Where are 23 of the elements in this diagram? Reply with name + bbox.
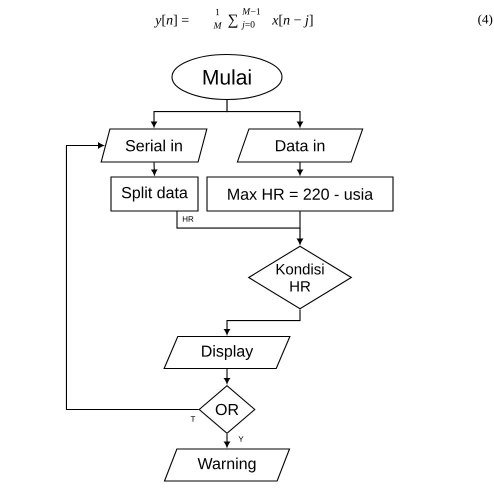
- arrow: [224, 369, 230, 384]
- edge-label: HR: [181, 215, 195, 223]
- edge-label: T: [190, 415, 196, 423]
- lower-limit: j=0: [241, 21, 255, 30]
- io-parallelogram: Data in: [236, 128, 364, 163]
- fraction-denominator: M: [213, 22, 222, 29]
- process-box: Max HR = 220 - usia: [206, 176, 394, 212]
- upper-limit: M−1: [242, 8, 260, 14]
- edge-label: Y: [237, 435, 245, 443]
- equation-term: y[n] =: [154, 14, 188, 28]
- arrow: [297, 212, 303, 244]
- arrow: [224, 434, 230, 448]
- fraction-numerator: 1: [216, 8, 220, 16]
- arrow: [151, 162, 158, 176]
- arrow: [66, 142, 198, 410]
- process-box: Split data: [110, 176, 199, 212]
- equation-term: x[n − j]: [272, 14, 312, 28]
- arrow: [226, 100, 303, 128]
- equation-number: (4): [478, 14, 492, 26]
- arrow: [224, 310, 301, 335]
- sum-sign: ∑: [228, 14, 238, 28]
- io-parallelogram: Warning: [164, 448, 290, 482]
- arrow: [297, 162, 303, 176]
